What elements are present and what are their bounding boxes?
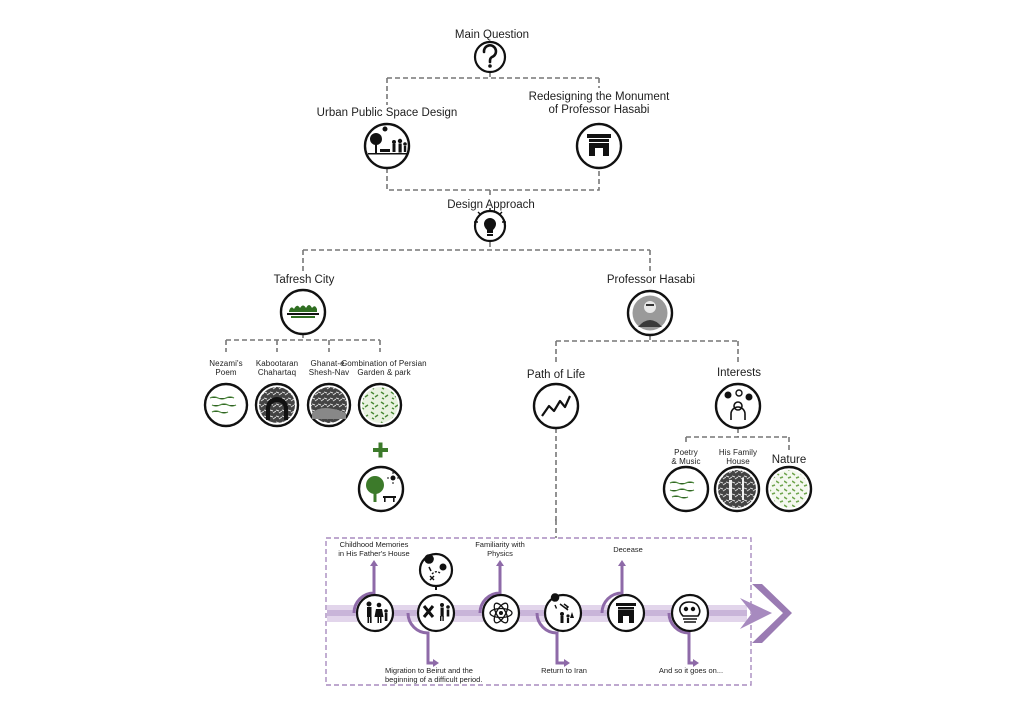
- migration-label-line1: Migration to Beirut and the: [385, 666, 473, 675]
- return-journey-icon: [543, 593, 583, 633]
- main-question-label: Main Question: [454, 29, 530, 41]
- professor-hasabi-label: Professor Hasabi: [606, 274, 696, 286]
- family-house-label-line2: House: [726, 457, 750, 466]
- childhood-label-line1: Childhood Memories: [339, 540, 409, 549]
- city-landscape-icon: [279, 288, 327, 336]
- timeline-arrowheads: [370, 560, 699, 667]
- poetry-label-line1: Poetry: [674, 448, 698, 457]
- nezami-poem-photo: [203, 382, 249, 428]
- tree-connectors: [225, 72, 790, 538]
- combo-label-line2: Garden & park: [357, 368, 411, 377]
- brain-gears-icon: [670, 593, 710, 633]
- migration-map-icon: [418, 552, 454, 588]
- nature-photo: [765, 465, 813, 513]
- family-house-label-line1: His Family: [718, 448, 758, 457]
- person-thinking-icon: [714, 382, 762, 430]
- poetry-label-line2: & Music: [671, 457, 701, 466]
- decease-label: Decease: [613, 545, 643, 554]
- kabootaran-photo: [254, 382, 300, 428]
- migration-label-line2: beginning of a difficult period.: [385, 675, 483, 684]
- family-house-photo: [713, 465, 761, 513]
- kabootaran-label-line2: Chahartaq: [257, 368, 297, 377]
- tomb-monument-icon: [606, 593, 646, 633]
- tafresh-city-label: Tafresh City: [273, 274, 335, 286]
- portrait-photo: [626, 289, 674, 337]
- goes-on-label: And so it goes on...: [658, 666, 724, 675]
- ghanat-label-line2: Shesh-Nav: [308, 368, 350, 377]
- plus-icon: [373, 442, 388, 458]
- nezami-label-line2: Poem: [215, 368, 237, 377]
- family-icon: [355, 593, 395, 633]
- migration-family-icon: [416, 593, 456, 633]
- redesign-label-line2: of Professor Hasabi: [548, 104, 650, 116]
- childhood-label-line2: in His Father's House: [338, 549, 410, 558]
- ghanat-photo: [306, 382, 352, 428]
- atom-icon: [481, 593, 521, 633]
- lightbulb-icon: [473, 208, 507, 243]
- persian-garden-photo: [357, 382, 403, 428]
- park-people-icon: [363, 122, 411, 170]
- kabootaran-label-line1: Kabootaran: [255, 359, 299, 368]
- return-iran-label: Return to Iran: [541, 666, 587, 675]
- combo-label-line1: Combination of Persian: [341, 359, 427, 368]
- interests-label: Interests: [716, 367, 762, 379]
- monument-gate-icon: [575, 122, 623, 170]
- ghanat-label-line1: Ghanat-e-: [310, 359, 348, 368]
- urban-design-label: Urban Public Space Design: [316, 107, 458, 119]
- line-chart-icon: [532, 382, 580, 430]
- question-mark-icon: [473, 40, 507, 74]
- physics-label-line2: Physics: [487, 549, 513, 558]
- design-approach-label: Design Approach: [447, 199, 535, 211]
- nature-label: Nature: [771, 454, 807, 466]
- timeline-connectors: [352, 565, 694, 665]
- redesign-label-line1: Redesigning the Monument: [528, 91, 670, 103]
- physics-label-line1: Familiarity with: [475, 540, 525, 549]
- poetry-music-photo: [662, 465, 710, 513]
- tree-bench-sun-icon: [357, 465, 405, 513]
- path-of-life-label: Path of Life: [526, 369, 586, 381]
- nezami-label-line1: Nezami's: [209, 359, 243, 368]
